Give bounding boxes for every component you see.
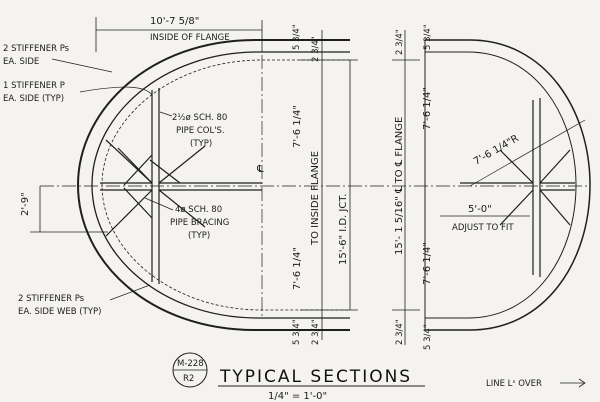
dim-lower: 7'-6 1/4" [292, 247, 303, 290]
right-brace-d1 [539, 149, 571, 184]
dim-bot-5: 5 3/4" [292, 319, 302, 345]
dim-top-2: 2 3/4" [311, 36, 321, 62]
leader-stiff-1 [79, 86, 153, 96]
callout-web-l1: 2 STIFFENER Ps [18, 294, 85, 304]
text-id-jct: 15'-6" I.D. JCT. [338, 194, 349, 265]
right-dim-bot-5: 5 3/4" [423, 324, 433, 350]
title-block: M-228 R2 TYPICAL SECTIONS 1/4" = 1'-0" L… [172, 352, 586, 402]
scale-text: 1/4" = 1'-0" [268, 391, 327, 402]
stamp-top: M-228 [177, 359, 204, 369]
dim-5-0-text: 5'-0" [468, 204, 492, 215]
leader-stiff-2 [51, 58, 113, 73]
right-dim-top-2: 2 3/4" [395, 29, 405, 55]
dim-top-5: 5 3/4" [292, 24, 302, 50]
right-section: 2 3/4" 5 3/4" 7'-6 1/4" 15'- 1 5/16" ℄ T… [392, 24, 591, 350]
web-line-left [101, 59, 350, 311]
top-dim-text: 10'-7 5/8" [150, 16, 199, 27]
callout-web-l2: EA. SIDE WEB (TYP) [18, 307, 101, 317]
leader-brace [144, 197, 174, 211]
center-dimensions: 5 3/4" 2 3/4" 7'-6 1/4" TO INSIDE FLANGE… [292, 24, 358, 345]
callout-pipe-cols-l1: 2½ø SCH. 80 [172, 113, 227, 123]
leader-pipe-cols [159, 111, 173, 117]
arrow-head-icon [578, 378, 586, 388]
text-cl-flange: 15'- 1 5/16" ℄ TO ℄ FLANGE [394, 117, 405, 255]
outer-flange-left [76, 39, 350, 331]
callout-brace-l2: PIPE BRACING [170, 218, 229, 228]
top-dim-note: INSIDE OF FLANGE [150, 33, 230, 43]
adjust-text: ADJUST TO FIT [452, 223, 514, 233]
inner-flange-right [425, 51, 577, 319]
right-brace-d2 [539, 189, 571, 226]
right-brace-d3 [499, 149, 534, 184]
leader-web [109, 284, 151, 301]
radius-text: 7'-6 1/4"R [472, 133, 521, 168]
line-note: LINE Lˢ OVER [486, 379, 542, 389]
right-dim-lower: 7'-6 1/4" [422, 242, 433, 285]
callout-stiff-2-l1: 2 STIFFENER Ps [3, 44, 70, 54]
callout-pipe-cols-l2: PIPE COL'S. [176, 126, 225, 136]
right-brace-d4 [499, 189, 534, 226]
left-dim-text: 2'-9" [20, 192, 31, 216]
callout-brace-l3: (TYP) [188, 231, 210, 241]
stamp-bot: R2 [183, 374, 194, 384]
callout-stiff-1-l1: 1 STIFFENER P [3, 81, 65, 91]
callout-pipe-cols-l3: (TYP) [190, 139, 212, 149]
text-inside-flange: TO INSIDE FLANGE [310, 151, 321, 246]
callout-stiff-1-l2: EA. SIDE (TYP) [3, 94, 64, 104]
right-dim-bot-2: 2 3/4" [395, 319, 405, 345]
section-title: TYPICAL SECTIONS [219, 367, 412, 387]
centerline-symbol: ℄ [256, 164, 264, 175]
callout-stiff-2-l2: EA. SIDE [3, 57, 39, 67]
dim-upper: 7'-6 1/4" [292, 105, 303, 148]
radius-line [469, 119, 586, 187]
pipe-bracing-left [100, 139, 262, 237]
callout-brace-l1: 4ø SCH. 80 [175, 205, 222, 215]
inner-flange-left [91, 51, 350, 319]
right-dim-top-5: 5 3/4" [423, 24, 433, 50]
outer-flange-right [425, 39, 591, 331]
dim-bot-2: 2 3/4" [311, 319, 321, 345]
left-section: ℄ 10'-7 5/8" INSIDE OF FLANGE 2 STIFFENE… [3, 16, 590, 331]
right-dim-upper: 7'-6 1/4" [422, 87, 433, 130]
